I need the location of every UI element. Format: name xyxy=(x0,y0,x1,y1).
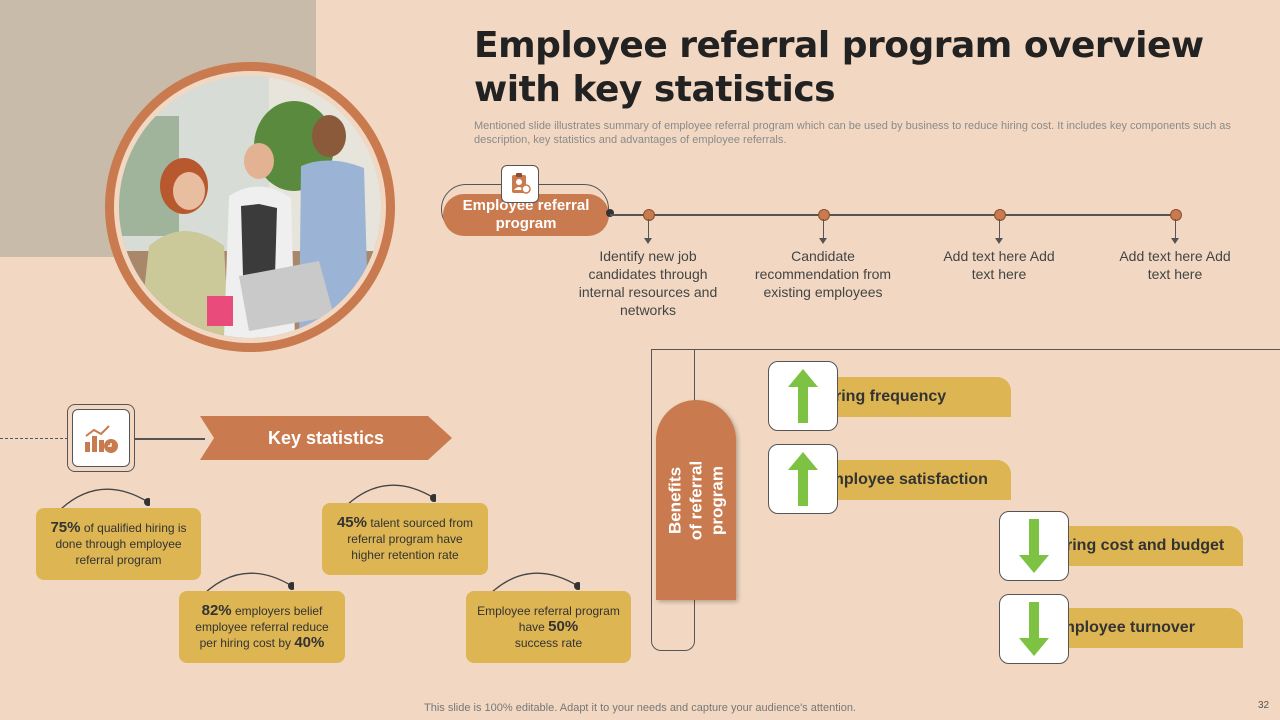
timeline-line xyxy=(610,214,1180,216)
clipboard-person-icon xyxy=(512,173,531,194)
stat-box-1: 75% of qualified hiring is done through … xyxy=(36,508,201,580)
key-statistics-label: Key statistics xyxy=(267,427,385,448)
timeline-step-4: Add text here Add text here xyxy=(1119,248,1231,282)
timeline-step-1: Identify new job candidates through inte… xyxy=(578,248,718,318)
timeline-start-dot xyxy=(606,209,614,217)
dashed-connector xyxy=(0,438,68,439)
page-subtitle: Mentioned slide illustrates summary of e… xyxy=(474,120,1231,146)
timeline-arrowhead xyxy=(819,238,827,244)
benefits-label: Benefits of referral program xyxy=(665,460,727,540)
arrow-up-icon xyxy=(768,444,838,514)
timeline-step-3: Add text here Add text here xyxy=(943,248,1055,282)
timeline-arrow xyxy=(999,219,1000,239)
timeline-dot xyxy=(994,209,1006,221)
arrow-up-icon xyxy=(768,361,838,431)
photo-illustration xyxy=(119,76,381,338)
timeline-dot xyxy=(818,209,830,221)
key-statistics-banner xyxy=(200,416,452,460)
program-label: Employee referral program xyxy=(443,194,609,236)
timeline-arrow xyxy=(648,219,649,239)
footer-note: This slide is 100% editable. Adapt it to… xyxy=(424,702,856,714)
statistics-connector xyxy=(135,438,205,440)
timeline-dot xyxy=(643,209,655,221)
referral-icon xyxy=(501,165,539,203)
timeline-arrowhead xyxy=(1171,238,1179,244)
benefit-hiring-frequency: Hiring frequency xyxy=(805,377,1011,417)
benefit-employee-satisfaction: Employee satisfaction xyxy=(805,460,1011,500)
timeline-step-2: Candidate recommendation from existing e… xyxy=(754,248,892,300)
photo-frame xyxy=(105,62,395,352)
timeline-arrowhead xyxy=(644,238,652,244)
benefits-pill xyxy=(656,400,736,600)
page-title: Employee referral program overview with … xyxy=(474,25,1204,110)
stat-box-3: 82% employers belief employee referral r… xyxy=(179,591,345,663)
bar-chart-icon xyxy=(85,425,118,453)
page-number: 32 xyxy=(1258,700,1270,711)
benefit-hiring-cost: Hiring cost and budget xyxy=(1036,526,1243,566)
timeline-arrow xyxy=(823,219,824,239)
benefit-employee-turnover: Employee turnover xyxy=(1036,608,1243,648)
statistics-icon xyxy=(72,409,130,467)
arrow-down-icon xyxy=(999,511,1069,581)
timeline-arrow xyxy=(1175,219,1176,239)
team-photo xyxy=(119,76,381,338)
timeline-arrowhead xyxy=(995,238,1003,244)
stat-box-2: 45% talent sourced from referral program… xyxy=(322,503,488,575)
timeline-dot xyxy=(1170,209,1182,221)
statistics-icon-frame xyxy=(67,404,135,472)
arrow-down-icon xyxy=(999,594,1069,664)
stat-box-4: Employee referral program have 50%succes… xyxy=(466,591,631,663)
benefits-frame-top xyxy=(651,349,1280,350)
